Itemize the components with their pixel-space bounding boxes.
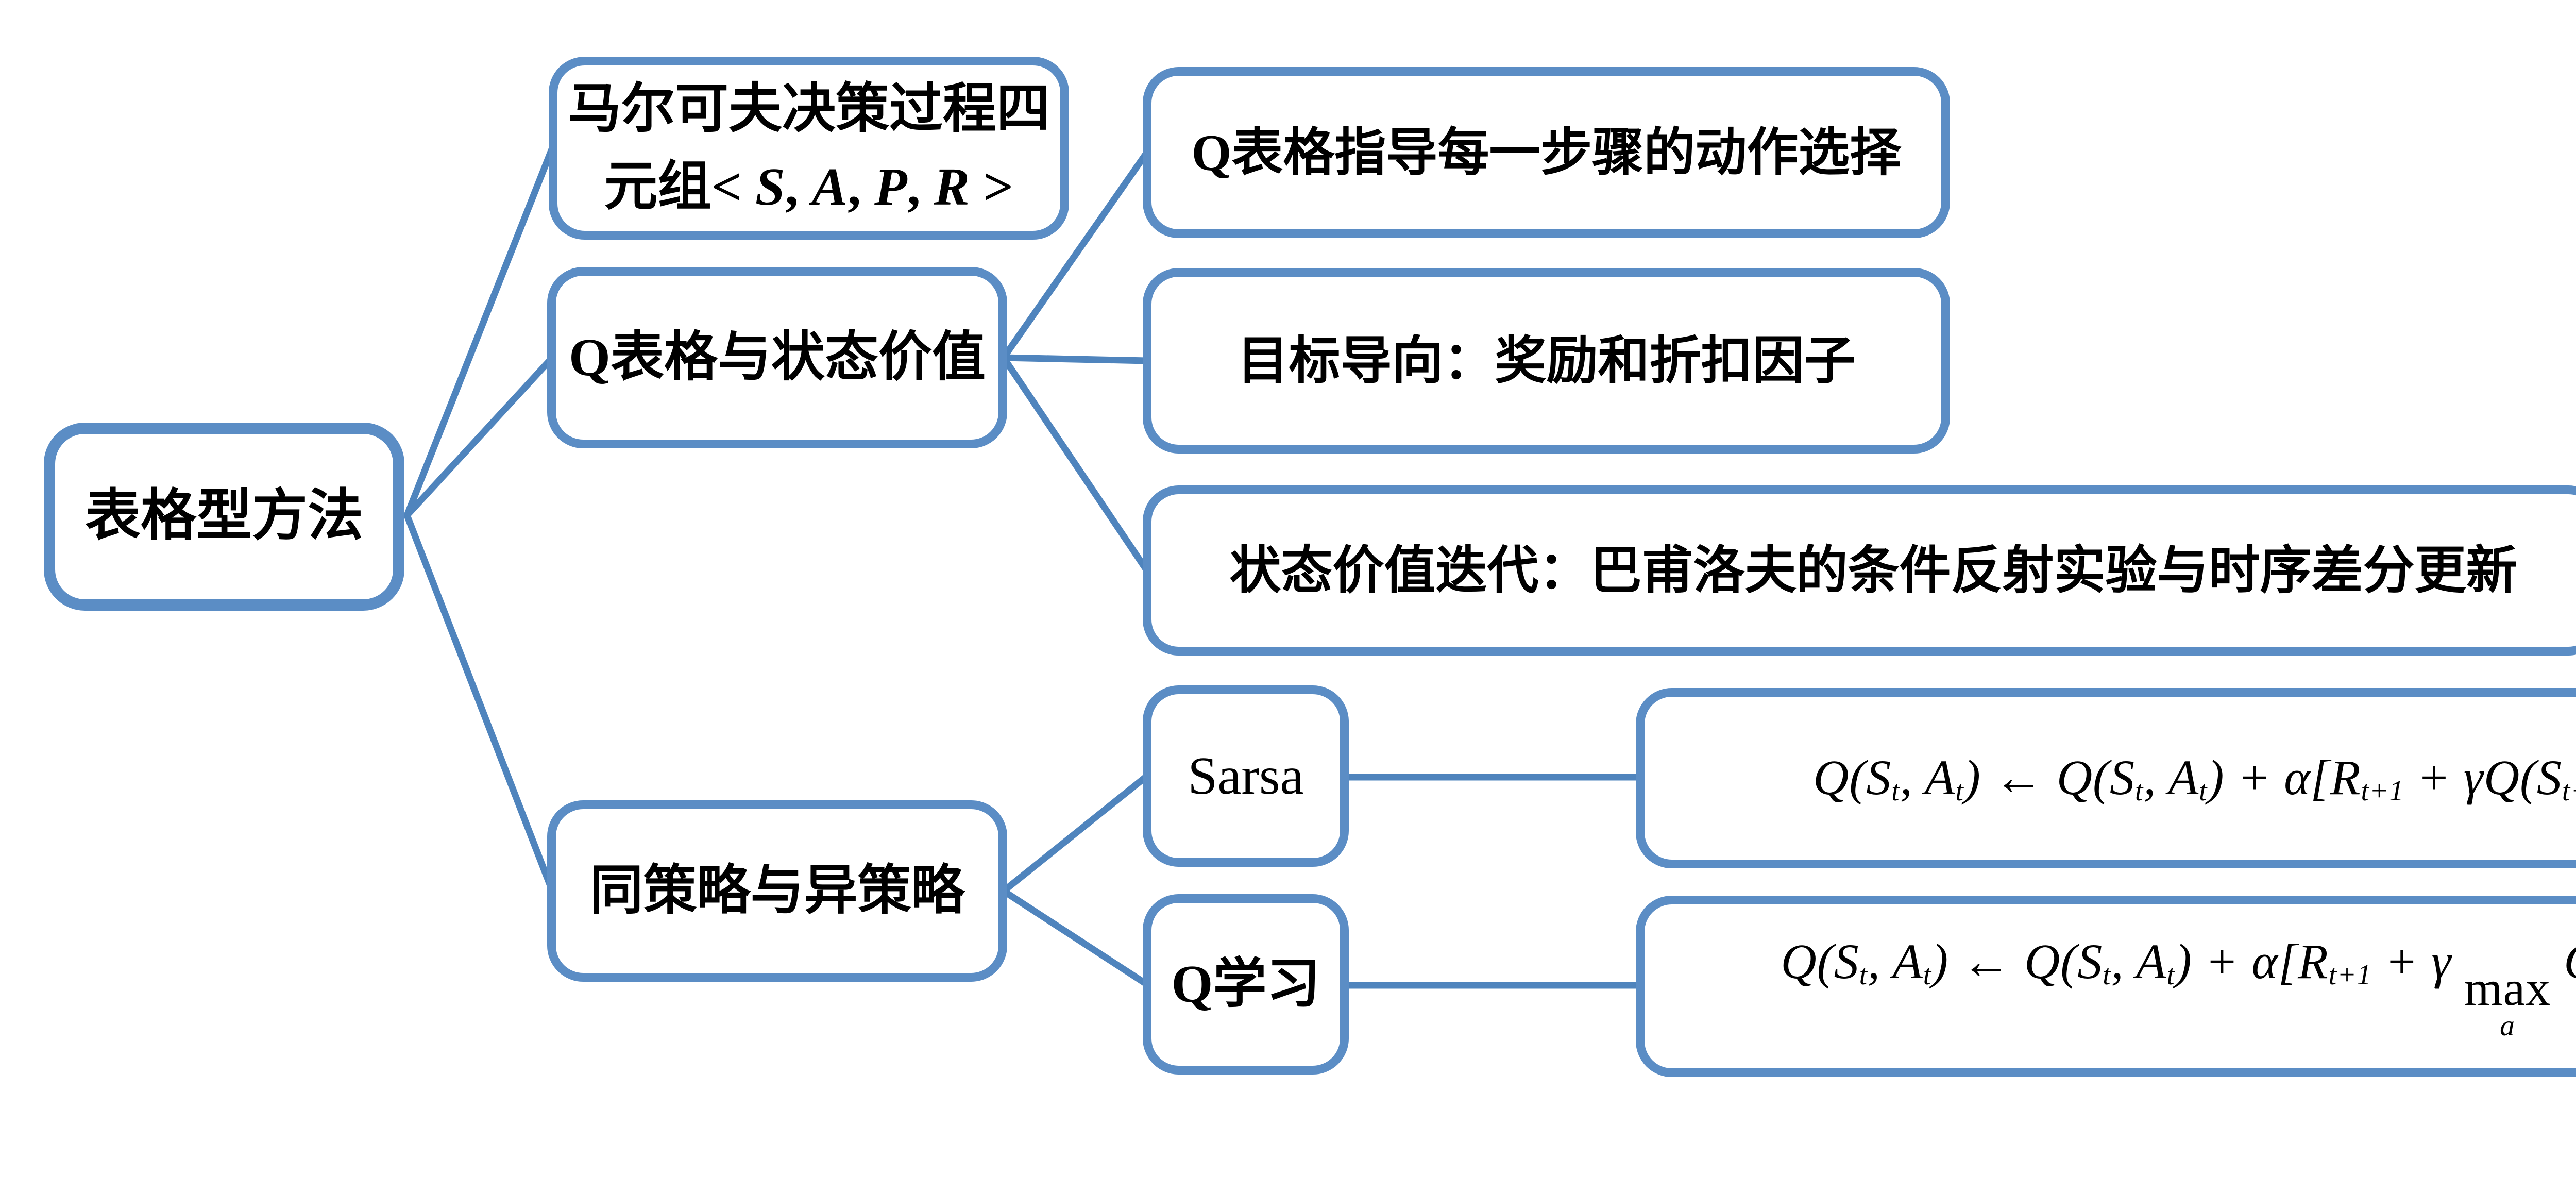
node-c2-label: 目标导向：奖励和折扣因子 (1237, 332, 1856, 390)
connector-policy-qlearning (1000, 887, 1150, 988)
node-sarsa: Sarsa (1143, 685, 1349, 867)
connector-root-mdp (403, 144, 556, 519)
node-sarsa-label: Sarsa (1188, 746, 1304, 805)
connector-qtable-c2 (1000, 354, 1150, 364)
node-mdp: 马尔可夫决策过程四 元组< S, A, P, R > (549, 57, 1069, 240)
node-policy-label: 同策略与异策略 (589, 861, 965, 920)
node-qtable-child-goal-oriented: 目标导向：奖励和折扣因子 (1143, 268, 1950, 454)
node-qtable-label: Q表格与状态价值 (569, 327, 986, 387)
connector-qtable-c1 (1000, 149, 1150, 361)
node-qtable: Q表格与状态价值 (547, 267, 1007, 448)
sarsa-update-formula: Q(St, At) ← Q(St, At) + α[Rt+1 + γQ(St+1… (1813, 749, 2576, 808)
node-mdp-line1: 马尔可夫决策过程四 (567, 79, 1050, 139)
node-mdp-line2: 元组< S, A, P, R > (604, 157, 1014, 216)
node-mdp-label: 马尔可夫决策过程四 元组< S, A, P, R > (568, 71, 1050, 226)
node-root-label: 表格型方法 (84, 485, 363, 547)
node-c3-label: 状态价值迭代：巴甫洛夫的条件反射实验与时序差分更新 (1229, 542, 2518, 599)
node-qlearning: Q学习 (1143, 894, 1349, 1075)
connector-root-qtable (403, 354, 556, 519)
connector-root-policy (403, 512, 556, 895)
connector-qtable-c3 (1000, 354, 1150, 574)
node-qtable-child-value-iteration: 状态价值迭代：巴甫洛夫的条件反射实验与时序差分更新 (1143, 485, 2576, 656)
node-policy: 同策略与异策略 (547, 800, 1007, 982)
node-c1-label: Q表格指导每一步骤的动作选择 (1191, 124, 1902, 181)
node-qtable-child-action-selection: Q表格指导每一步骤的动作选择 (1143, 67, 1950, 238)
node-root: 表格型方法 (44, 423, 404, 611)
node-sarsa-formula: Q(St, At) ← Q(St, At) + α[Rt+1 + γQ(St+1… (1636, 688, 2576, 868)
connector-policy-sarsa (1000, 773, 1150, 895)
node-qlearning-label: Q学习 (1171, 954, 1320, 1014)
